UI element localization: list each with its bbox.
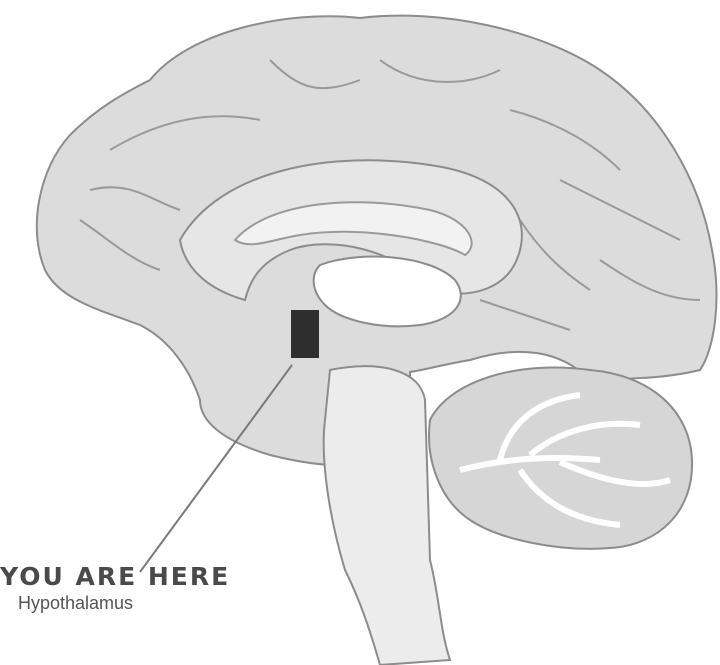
callout-subtitle: Hypothalamus bbox=[18, 593, 290, 614]
location-callout: YOU ARE HERE Hypothalamus bbox=[0, 562, 290, 614]
hypothalamus-highlight bbox=[291, 310, 319, 358]
brainstem bbox=[324, 366, 450, 665]
callout-title: YOU ARE HERE bbox=[0, 562, 290, 591]
